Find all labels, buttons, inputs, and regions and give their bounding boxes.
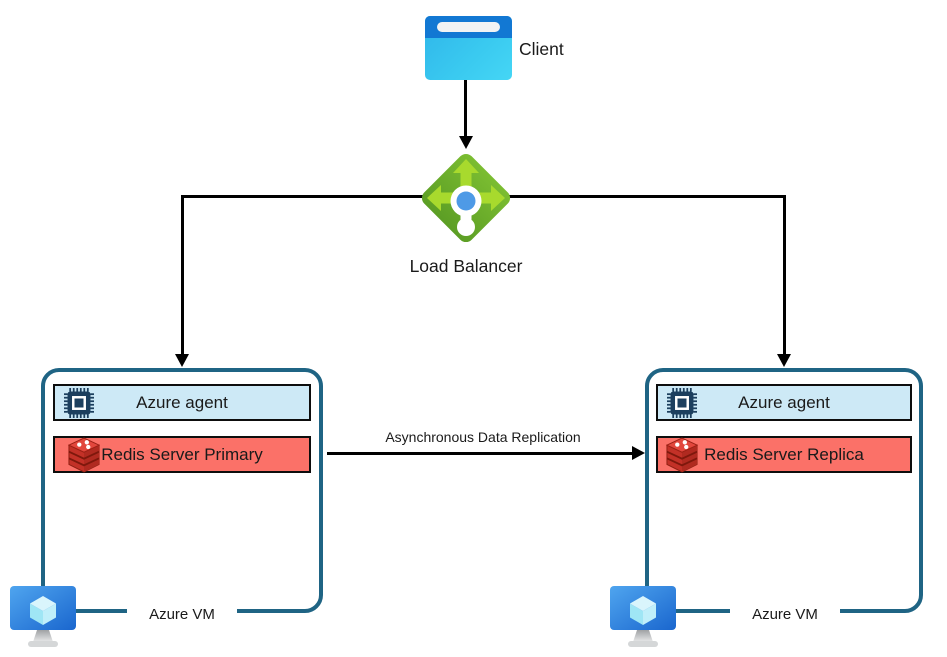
lb-to-right-vm-connector <box>783 195 786 355</box>
redis-icon <box>666 437 698 473</box>
client-to-lb-connector <box>464 80 467 137</box>
azure-vm-icon <box>608 584 678 650</box>
lb-to-left-vm-connector <box>181 195 184 355</box>
replication-arrowhead <box>632 446 645 460</box>
lb-to-right-vm-arrowhead <box>777 354 791 367</box>
azure-vm-label-left: Azure VM <box>127 604 237 626</box>
client-to-lb-arrowhead <box>459 136 473 149</box>
replication-connector <box>327 452 633 455</box>
azure-agent-bar-left: Azure agent <box>53 384 311 421</box>
azure-vm-label-right: Azure VM <box>730 604 840 626</box>
redis-replica-bar: Redis Server Replica <box>656 436 912 473</box>
cpu-chip-icon <box>667 387 697 418</box>
client-label: Client <box>519 39 564 59</box>
load-balancer-label: Load Balancer <box>409 256 523 276</box>
load-balancer-icon <box>414 146 518 250</box>
browser-addressbar <box>437 22 500 32</box>
redis-replica-label: Redis Server Replica <box>704 444 864 464</box>
azure-agent-label-left: Azure agent <box>136 392 228 412</box>
redis-primary-label: Redis Server Primary <box>101 444 263 464</box>
cpu-chip-icon <box>64 387 94 418</box>
redis-icon <box>68 437 100 473</box>
azure-agent-label-right: Azure agent <box>738 392 830 412</box>
redis-primary-bar: Redis Server Primary <box>53 436 311 473</box>
azure-vm-icon <box>8 584 78 650</box>
replication-label: Asynchronous Data Replication <box>385 429 581 445</box>
azure-agent-bar-right: Azure agent <box>656 384 912 421</box>
lb-to-left-vm-arrowhead <box>175 354 189 367</box>
browser-window-icon <box>425 16 512 80</box>
